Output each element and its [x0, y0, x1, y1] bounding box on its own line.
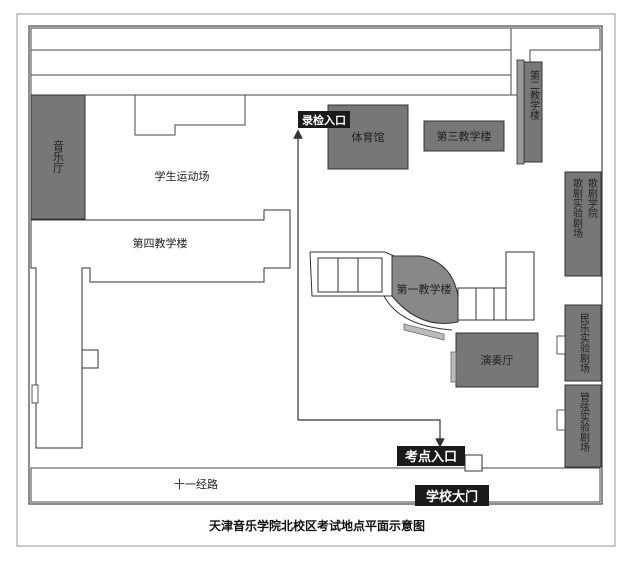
first-teaching-label: 第一教学楼: [397, 282, 452, 296]
route-arrow-lower: [298, 419, 445, 448]
third-teaching-block: [423, 120, 505, 152]
first-teaching-block: [391, 255, 459, 324]
gym-label: 体育馆: [352, 130, 385, 144]
field-outline: [134, 95, 246, 136]
road-shijing: [30, 467, 601, 503]
annex-block-1: [457, 287, 477, 321]
second-teaching-label: 第二教学楼: [528, 69, 540, 121]
folk-theater-notch: [556, 335, 566, 355]
strings-theater-notch: [556, 409, 566, 431]
school-gate-label: 学校大门: [426, 489, 478, 505]
map-caption: 天津音乐学院北校区考试地点平面示意图: [209, 518, 425, 533]
opera-theater-label: 歌剧实验剧场: [571, 177, 583, 239]
performance-hall-label: 演奏厅: [481, 353, 514, 367]
first-teaching-step: [403, 323, 445, 341]
third-teaching-label: 第三教学楼: [437, 129, 492, 143]
gym-block: [327, 104, 409, 170]
annex-block-2: [475, 287, 495, 321]
concert-hall-label: 音乐厅: [52, 139, 65, 173]
first-teaching-arc: [383, 295, 453, 331]
performance-hall-edge: [450, 351, 457, 383]
opera-block: [564, 171, 602, 277]
performance-hall-block: [455, 332, 539, 388]
sports-field-label: 学生运动场: [155, 169, 210, 183]
first-teaching-wing-c: [357, 257, 383, 293]
record-entrance-label: 录检入口: [302, 113, 346, 127]
second-teaching-annex: [516, 59, 525, 165]
folk-theater-label: 民乐实验剧场: [578, 313, 590, 374]
opera-college-label: 歌剧学院: [586, 177, 598, 219]
first-teaching-wing-b: [337, 257, 359, 293]
top-road-strip-3: [30, 74, 512, 96]
fourth-teaching-block: [30, 209, 291, 449]
fourth-teaching-label: 第四教学楼: [133, 236, 188, 250]
annex-block-3: [493, 287, 507, 321]
fourth-teaching-door: [31, 384, 39, 404]
strings-theater-block: [564, 384, 602, 468]
gate-box: [464, 454, 483, 472]
school-gate-badge: [415, 485, 489, 506]
road-label: 十一经路: [174, 477, 218, 491]
folk-theater-block: [564, 304, 602, 382]
fourth-teaching-notch: [81, 349, 99, 369]
annex-tower: [505, 251, 535, 321]
first-teaching-wing-a: [317, 257, 339, 293]
exam-entrance-badge: [397, 446, 465, 466]
strings-theater-label: 管弦实验剧场: [578, 391, 590, 453]
concert-hall-block: [30, 94, 86, 220]
exam-entrance-label: 考点入口: [405, 449, 457, 465]
record-entrance-badge: [298, 111, 350, 128]
